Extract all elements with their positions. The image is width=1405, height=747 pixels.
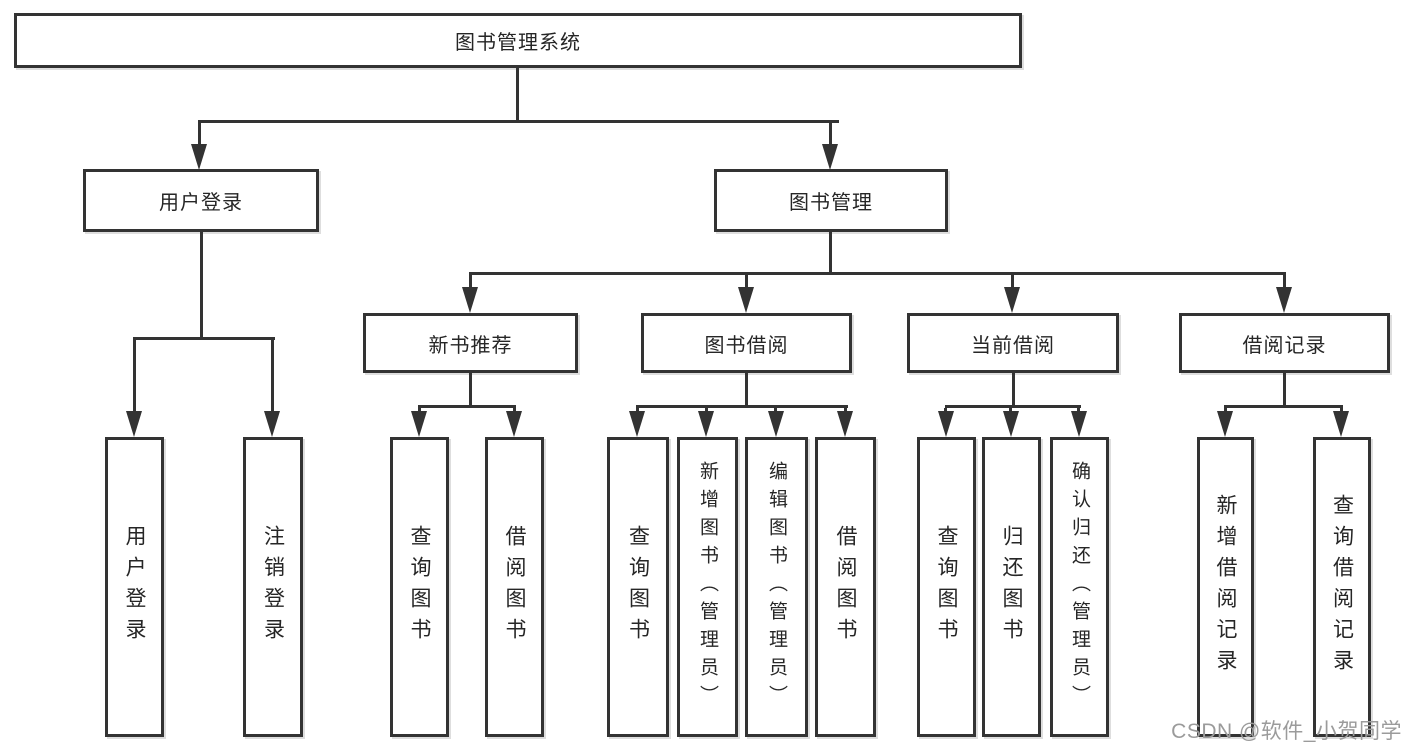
connector-segment [829, 232, 832, 272]
connector-segment [1224, 405, 1343, 408]
node-label: 查询图书 [408, 525, 431, 649]
arrow-down-icon [264, 411, 280, 437]
connector-segment [636, 405, 848, 408]
node-book-management: 图书管理 [714, 169, 948, 232]
node-borrowing-records: 借阅记录 [1179, 313, 1390, 373]
connector-segment [271, 340, 274, 411]
arrow-down-icon [938, 411, 954, 437]
node-new-book-recommend: 新书推荐 [363, 313, 578, 373]
connector-segment [829, 123, 832, 144]
arrow-down-icon [837, 411, 853, 437]
node-label: 图书借阅 [704, 334, 789, 357]
arrow-down-icon [462, 287, 478, 313]
connector-segment [1224, 408, 1227, 411]
connector-segment [745, 373, 748, 405]
arrow-down-icon [1217, 411, 1233, 437]
leaf-borrow-books-borrow: 借阅图书 [815, 437, 876, 737]
connector-segment [1077, 408, 1080, 411]
node-current-borrowing: 当前借阅 [907, 313, 1119, 373]
connector-segment [1009, 408, 1012, 411]
arrow-down-icon [1276, 287, 1292, 313]
connector-segment [945, 405, 1081, 408]
node-book-borrowing: 图书借阅 [641, 313, 852, 373]
connector-segment [469, 272, 1286, 275]
connector-segment [1011, 275, 1014, 287]
node-label: 图书管理系统 [455, 32, 581, 54]
leaf-edit-book-admin: 编辑图书（管理员） [745, 437, 808, 737]
arrow-down-icon [191, 144, 207, 170]
leaf-query-borrow-record: 查询借阅记录 [1313, 437, 1371, 737]
node-label: 借阅图书 [503, 525, 526, 649]
arrow-down-icon [822, 144, 838, 170]
node-label: 当前借阅 [971, 334, 1055, 357]
node-label: 新增图书（管理员） [697, 461, 718, 713]
leaf-borrow-books-newbook: 借阅图书 [485, 437, 544, 737]
node-label: 图书管理 [789, 192, 873, 214]
connector-segment [198, 120, 839, 123]
node-label: 编辑图书（管理员） [766, 461, 787, 713]
connector-segment [745, 275, 748, 287]
connector-segment [133, 337, 275, 340]
connector-segment [198, 123, 201, 144]
node-user-login: 用户登录 [83, 169, 319, 232]
node-label: 查询图书 [935, 525, 958, 649]
connector-segment [1012, 373, 1015, 405]
connector-segment [418, 405, 516, 408]
node-label: 确认归还（管理员） [1069, 461, 1090, 713]
connector-segment [774, 408, 777, 411]
connector-segment [513, 408, 516, 411]
leaf-query-books-newbook: 查询图书 [390, 437, 449, 737]
connector-segment [418, 408, 421, 411]
connector-segment [1283, 373, 1286, 405]
connector-segment [133, 340, 136, 411]
connector-segment [516, 68, 519, 120]
node-label: 注销登录 [261, 525, 285, 649]
node-label: 用户登录 [123, 525, 146, 649]
connector-segment [1340, 408, 1343, 411]
connector-segment [636, 408, 639, 411]
node-label: 查询图书 [626, 525, 650, 649]
leaf-logout: 注销登录 [243, 437, 303, 737]
node-label: 用户登录 [159, 192, 243, 214]
arrow-down-icon [629, 411, 645, 437]
node-label: 借阅记录 [1242, 334, 1327, 357]
arrow-down-icon [506, 411, 522, 437]
node-label: 借阅图书 [834, 525, 857, 649]
arrow-down-icon [126, 411, 142, 437]
node-label: 查询借阅记录 [1330, 494, 1354, 680]
node-label: 新增借阅记录 [1214, 494, 1237, 680]
leaf-add-borrow-record: 新增借阅记录 [1197, 437, 1254, 737]
connector-segment [469, 373, 472, 405]
connector-segment [1283, 275, 1286, 287]
watermark: CSDN @软件_小贺同学 [1171, 720, 1402, 743]
arrow-down-icon [1003, 411, 1019, 437]
leaf-return-books: 归还图书 [982, 437, 1041, 737]
arrow-down-icon [1333, 411, 1349, 437]
connector-segment [944, 408, 947, 411]
connector-segment [200, 232, 203, 337]
arrow-down-icon [1071, 411, 1087, 437]
connector-segment [705, 408, 708, 411]
connector-segment [469, 275, 472, 287]
connector-segment [844, 408, 847, 411]
leaf-add-book-admin: 新增图书（管理员） [677, 437, 738, 737]
arrow-down-icon [1004, 287, 1020, 313]
node-label: 新书推荐 [428, 334, 513, 357]
arrow-down-icon [738, 287, 754, 313]
node-label: 归还图书 [1000, 525, 1023, 649]
arrow-down-icon [768, 411, 784, 437]
arrow-down-icon [411, 411, 427, 437]
arrow-down-icon [698, 411, 714, 437]
leaf-user-login: 用户登录 [105, 437, 164, 737]
leaf-query-books-current: 查询图书 [917, 437, 976, 737]
leaf-confirm-return-admin: 确认归还（管理员） [1050, 437, 1109, 737]
leaf-query-books-borrow: 查询图书 [607, 437, 669, 737]
node-library-management-system: 图书管理系统 [14, 13, 1022, 68]
